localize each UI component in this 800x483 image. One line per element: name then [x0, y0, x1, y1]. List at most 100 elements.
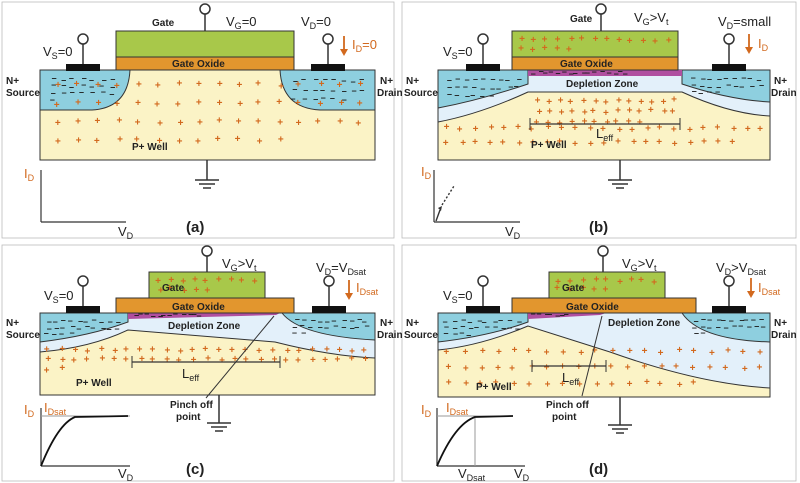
electron-charges: ––––––––––––––––––––––	[50, 73, 116, 105]
minus-charge-icon: –	[461, 314, 466, 324]
plus-charge-icon: +	[518, 44, 524, 55]
minus-charge-icon: –	[196, 310, 201, 320]
plus-charge-icon: +	[283, 356, 289, 367]
plus-charge-icon: +	[272, 354, 278, 365]
plus-charge-icon: +	[651, 277, 657, 288]
vs-label: VS=0	[43, 44, 73, 61]
plus-charge-icon: +	[446, 378, 452, 389]
plus-charge-icon: +	[616, 96, 622, 107]
plus-charge-icon: +	[544, 362, 550, 373]
minus-charge-icon: –	[308, 322, 313, 332]
minus-charge-icon: –	[493, 321, 498, 331]
minus-charge-icon: –	[342, 86, 347, 96]
minus-charge-icon: –	[314, 74, 319, 84]
minus-charge-icon: –	[453, 316, 458, 326]
plus-charge-icon: +	[593, 275, 599, 286]
drain-terminal-icon	[322, 33, 334, 45]
hole-charges: ++++++++++++++++++++++++++++++++++++++++…	[443, 345, 763, 391]
depletion-region	[39, 312, 376, 359]
minus-charge-icon: –	[543, 67, 548, 77]
plus-charge-icon: +	[530, 45, 536, 56]
plus-charge-icon: +	[701, 136, 707, 147]
plus-charge-icon: +	[361, 345, 367, 356]
minus-charge-icon: –	[447, 82, 452, 92]
minus-charge-icon: –	[85, 321, 90, 331]
minus-charge-icon: –	[324, 322, 329, 332]
plus-charge-icon: +	[512, 345, 518, 356]
electron-charges: ––––––––––––––––––––––––	[443, 314, 522, 340]
plus-charge-icon: +	[322, 355, 328, 366]
plus-charge-icon: +	[94, 136, 100, 147]
minus-charge-icon: –	[607, 67, 612, 77]
minus-charge-icon: –	[701, 321, 706, 331]
y-axis-label: ID	[421, 164, 432, 181]
minus-charge-icon: –	[481, 73, 486, 83]
plus-charge-icon: +	[493, 378, 499, 389]
plus-charge-icon: +	[517, 138, 523, 149]
plus-charge-icon: +	[722, 363, 728, 374]
plus-charge-icon: +	[511, 379, 517, 390]
plus-charge-icon: +	[84, 347, 90, 358]
plus-charge-icon: +	[457, 124, 463, 135]
minus-charge-icon: –	[514, 81, 519, 91]
minus-charge-icon: –	[83, 316, 88, 326]
plus-charge-icon: +	[604, 34, 610, 45]
plus-charge-icon: +	[567, 285, 573, 296]
minus-charge-icon: –	[295, 314, 300, 324]
well-label: P+ Well	[132, 142, 168, 153]
plus-charge-icon: +	[472, 137, 478, 148]
minus-charge-icon: –	[182, 309, 187, 319]
electron-charges: ––––––––––––––––––––––––	[447, 73, 522, 101]
source-terminal-icon	[477, 275, 489, 287]
minus-charge-icon: –	[700, 327, 705, 337]
drain-label: Drain	[771, 88, 797, 99]
minus-charge-icon: –	[707, 82, 712, 92]
minus-charge-icon: –	[53, 317, 58, 327]
minus-charge-icon: –	[52, 73, 57, 83]
source-label-top: N+	[6, 318, 19, 329]
hole-charges: ++++++++++++++++++++++++++++++++++++++++…	[54, 79, 364, 148]
saturation-label: IDsat	[446, 400, 469, 417]
plus-charge-icon: +	[643, 137, 649, 148]
minus-charge-icon: –	[101, 86, 106, 96]
plus-charge-icon: +	[463, 363, 469, 374]
minus-charge-icon: –	[496, 83, 501, 93]
plus-charge-icon: +	[567, 277, 573, 288]
minus-charge-icon: –	[151, 311, 156, 321]
plus-charge-icon: +	[688, 138, 694, 149]
plus-charge-icon: +	[460, 138, 466, 149]
minus-charge-icon: –	[724, 322, 729, 332]
minus-charge-icon: –	[70, 87, 75, 97]
plus-charge-icon: +	[636, 107, 642, 118]
ground-icon	[608, 424, 632, 434]
plus-charge-icon: +	[608, 362, 614, 373]
minus-charge-icon: –	[701, 74, 706, 84]
plus-charge-icon: +	[572, 123, 578, 134]
plus-charge-icon: +	[558, 123, 564, 134]
minus-charge-icon: –	[701, 314, 706, 324]
plus-charge-icon: +	[285, 346, 291, 357]
minus-charge-icon: –	[110, 82, 115, 92]
minus-charge-icon: –	[300, 320, 305, 330]
well-label: P+ Well	[76, 378, 112, 389]
plus-charge-icon: +	[554, 283, 560, 294]
ground-icon	[195, 179, 219, 189]
minus-charge-icon: –	[743, 314, 748, 324]
minus-charge-icon: –	[754, 321, 759, 331]
minus-charge-icon: –	[341, 322, 346, 332]
plus-charge-icon: +	[99, 353, 105, 364]
plus-charge-icon: +	[714, 123, 720, 134]
plus-charge-icon: +	[337, 80, 343, 91]
minus-charge-icon: –	[318, 322, 323, 332]
minus-charge-icon: –	[444, 322, 449, 332]
id-vd-axes	[436, 408, 525, 467]
plus-charge-icon: +	[677, 380, 683, 391]
plus-charge-icon: +	[111, 354, 117, 365]
minus-charge-icon: –	[52, 329, 57, 339]
source-label: Source	[404, 330, 438, 341]
minus-charge-icon: –	[539, 66, 544, 76]
minus-charge-icon: –	[717, 74, 722, 84]
panel-caption: (b)	[589, 219, 608, 236]
minus-charge-icon: –	[472, 82, 477, 92]
inversion-channel	[528, 70, 682, 76]
